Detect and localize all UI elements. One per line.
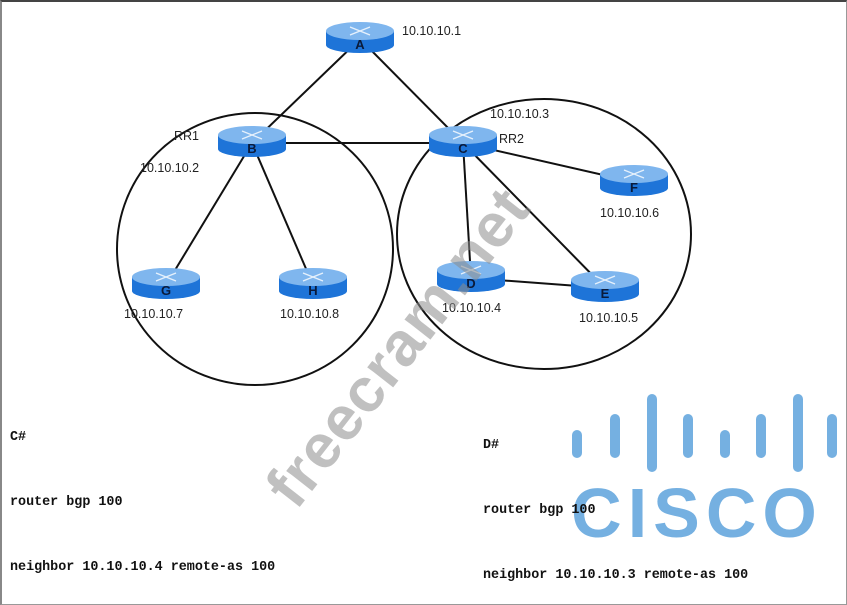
link-b-g: [165, 142, 253, 286]
router-letter: G: [161, 283, 171, 298]
router-ip-label: 10.10.10.1: [402, 24, 461, 38]
router-ip-label: 10.10.10.8: [280, 307, 339, 321]
router-letter: H: [308, 283, 317, 298]
router-letter: D: [466, 276, 475, 291]
router-arrows-icon: [460, 265, 482, 275]
cluster-rr2-circle: [396, 98, 692, 370]
router-d-e-config: D# router bgp 100 neighbor 10.10.10.3 re…: [483, 392, 749, 604]
link-b-h: [251, 142, 314, 286]
link-a-c: [359, 38, 464, 144]
cisco-bars-icon: [572, 394, 837, 472]
router-d: D: [437, 261, 505, 292]
router-a: A: [326, 22, 394, 53]
router-f: F: [600, 165, 668, 196]
router-arrows-icon: [241, 130, 263, 140]
router-arrows-icon: [349, 26, 371, 36]
router-letter: F: [630, 180, 638, 195]
router-letter: A: [355, 37, 365, 52]
cisco-logo: CISCO: [571, 394, 837, 547]
config-prompt: C#: [10, 430, 27, 446]
router-arrows-icon: [155, 272, 177, 282]
link-c-d: [462, 142, 472, 279]
router-ip-label: 10.10.10.4: [442, 301, 501, 315]
router-arrows-icon: [302, 272, 324, 282]
router-h: H: [279, 268, 347, 299]
router-role-label: RR1: [174, 129, 199, 143]
config-prompt: D#: [483, 438, 500, 454]
cisco-wordmark: CISCO: [571, 474, 823, 547]
router-c-config: C# router bgp 100 neighbor 10.10.10.4 re…: [10, 384, 348, 604]
router-arrows-icon: [623, 169, 645, 179]
router-ip-label: 10.10.10.2: [140, 161, 199, 175]
router-c: C: [429, 126, 497, 157]
link-a-b: [251, 38, 361, 144]
router-g: G: [132, 268, 200, 299]
router-ip-label: 10.10.10.3: [490, 107, 549, 121]
router-letter: B: [247, 141, 256, 156]
router-role-label: RR2: [499, 132, 524, 146]
router-e: E: [571, 271, 639, 302]
config-line: router bgp 100: [10, 494, 123, 510]
config-line: neighbor 10.10.10.4 remote-as 100: [10, 559, 276, 575]
config-line: neighbor 10.10.10.3 remote-as 100: [483, 567, 749, 583]
router-arrows-icon: [452, 130, 474, 140]
router-ip-label: 10.10.10.7: [124, 307, 183, 321]
router-letter: E: [601, 286, 610, 301]
link-c-e: [462, 142, 606, 289]
router-ip-label: 10.10.10.5: [579, 311, 638, 325]
router-ip-label: 10.10.10.6: [600, 206, 659, 220]
router-letter: C: [458, 141, 468, 156]
config-line: router bgp 100: [483, 502, 596, 518]
router-arrows-icon: [594, 275, 616, 285]
router-b: B: [218, 126, 286, 157]
cluster-rr1-circle: [116, 112, 394, 386]
